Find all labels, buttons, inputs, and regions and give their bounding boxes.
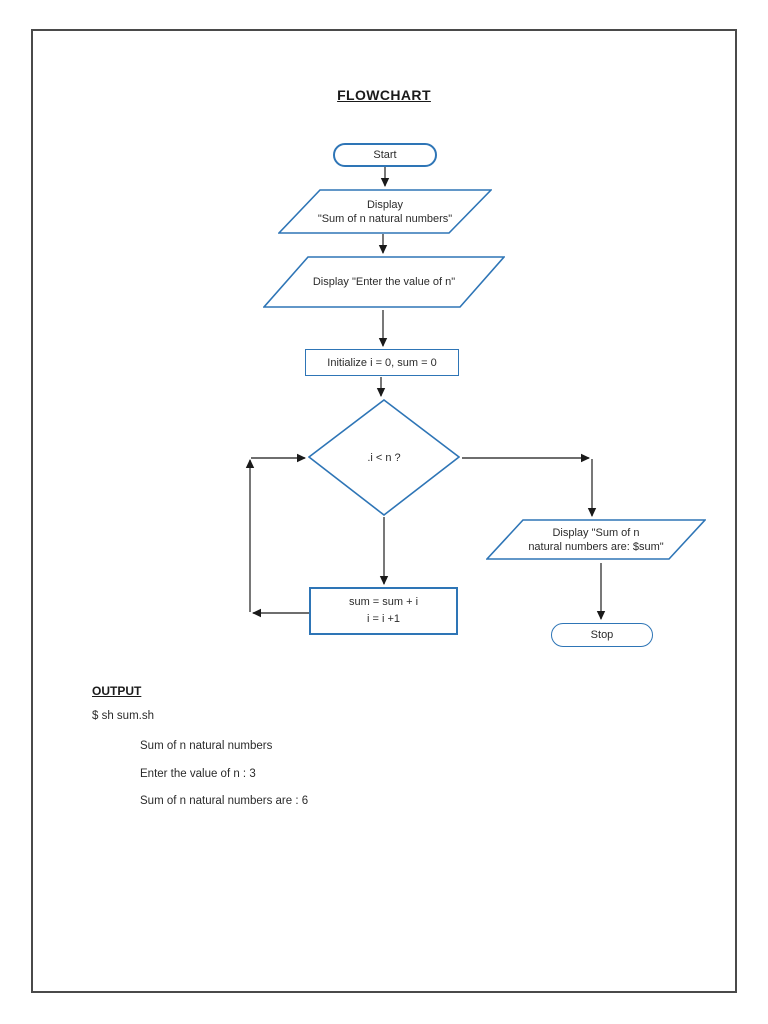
- start-node: Start: [333, 143, 437, 167]
- decision-label: .i < n ?: [367, 451, 401, 464]
- parallelogram-shape: [486, 519, 706, 560]
- parallelogram-shape: [278, 189, 492, 234]
- parallelogram-shape: [263, 256, 505, 308]
- initialize-node: Initialize i = 0, sum = 0: [305, 349, 459, 376]
- display-enter-label: Display "Enter the value of n": [312, 276, 456, 288]
- display-sum-node: Display "Sum of n natural numbers": [278, 189, 492, 234]
- output-line-command: $ sh sum.sh: [92, 710, 154, 722]
- start-label: Start: [373, 149, 397, 161]
- display-enter-node: Display "Enter the value of n": [263, 256, 505, 308]
- page-title: FLOWCHART: [337, 87, 431, 103]
- decision-node: .i < n ?: [308, 399, 460, 516]
- stop-label: Stop: [590, 629, 614, 641]
- output-line: Sum of n natural numbers are : 6: [140, 795, 309, 807]
- loop-body-line1: sum = sum + i: [348, 596, 419, 608]
- diamond-shape: [308, 399, 460, 516]
- loop-body-node: sum = sum + i i = i +1: [309, 587, 458, 635]
- initialize-label: Initialize i = 0, sum = 0: [327, 356, 437, 369]
- display-result-line1: Display "Sum of n: [552, 526, 640, 539]
- stop-node: Stop: [551, 623, 653, 647]
- display-sum-line2: "Sum of n natural numbers": [317, 212, 453, 225]
- output-line: Sum of n natural numbers: [140, 740, 273, 752]
- loop-body-line2: i = i +1: [366, 613, 401, 625]
- output-line: Enter the value of n : 3: [140, 768, 256, 780]
- display-result-node: Display "Sum of n natural numbers are: $…: [486, 519, 706, 560]
- display-sum-line1: Display: [366, 198, 404, 211]
- page-border: [31, 29, 737, 993]
- display-result-line2: natural numbers are: $sum": [528, 540, 664, 553]
- output-heading: OUTPUT: [92, 684, 142, 698]
